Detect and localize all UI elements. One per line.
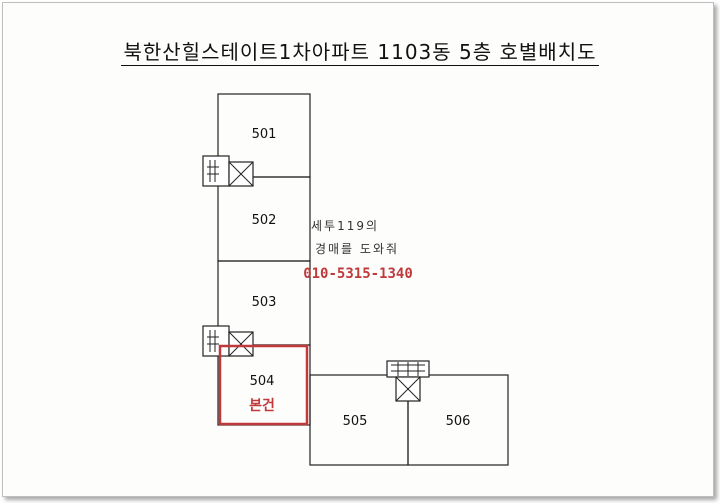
subject-unit-mark: 본건 — [249, 397, 275, 414]
title-text: 북한산힐스테이트1차아파트 1103동 5층 호별배치도 — [121, 40, 599, 66]
unit-506-label: 506 — [446, 414, 471, 429]
watermark-line-2: 경매를 도와줘 — [315, 242, 399, 256]
unit-502-label: 502 — [252, 213, 277, 228]
unit-505-label: 505 — [343, 414, 368, 429]
watermark-phone: 010-5315-1340 — [303, 266, 413, 282]
page-title: 북한산힐스테이트1차아파트 1103동 5층 호별배치도 — [0, 36, 720, 66]
stair-core-3 — [386, 360, 430, 402]
document-frame — [2, 2, 714, 497]
unit-504-label: 504 — [250, 374, 275, 389]
subject-unit-highlight — [218, 344, 309, 426]
unit-503-label: 503 — [252, 295, 277, 310]
unit-501-label: 501 — [252, 127, 277, 142]
watermark-line-1: 세투119의 — [311, 219, 379, 233]
stair-core-1 — [202, 155, 254, 187]
stair-core-2 — [202, 325, 254, 357]
unit-506-outline — [407, 374, 509, 466]
